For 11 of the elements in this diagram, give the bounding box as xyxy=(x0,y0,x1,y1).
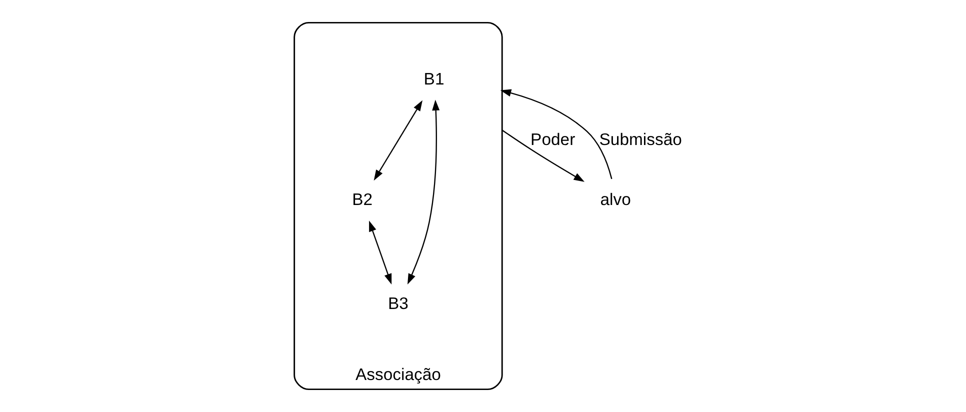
arrow xyxy=(408,100,440,284)
arrow xyxy=(374,100,422,181)
edge-label: Submissão xyxy=(599,130,682,149)
node-text: B1 xyxy=(424,69,444,88)
arrow xyxy=(502,130,585,182)
edge-label: Poder xyxy=(530,130,576,149)
arrow xyxy=(369,220,392,284)
node-text: B2 xyxy=(352,190,373,210)
node-text: B3 xyxy=(388,294,408,313)
arrow xyxy=(500,89,612,180)
node-text: alvo xyxy=(600,190,631,210)
